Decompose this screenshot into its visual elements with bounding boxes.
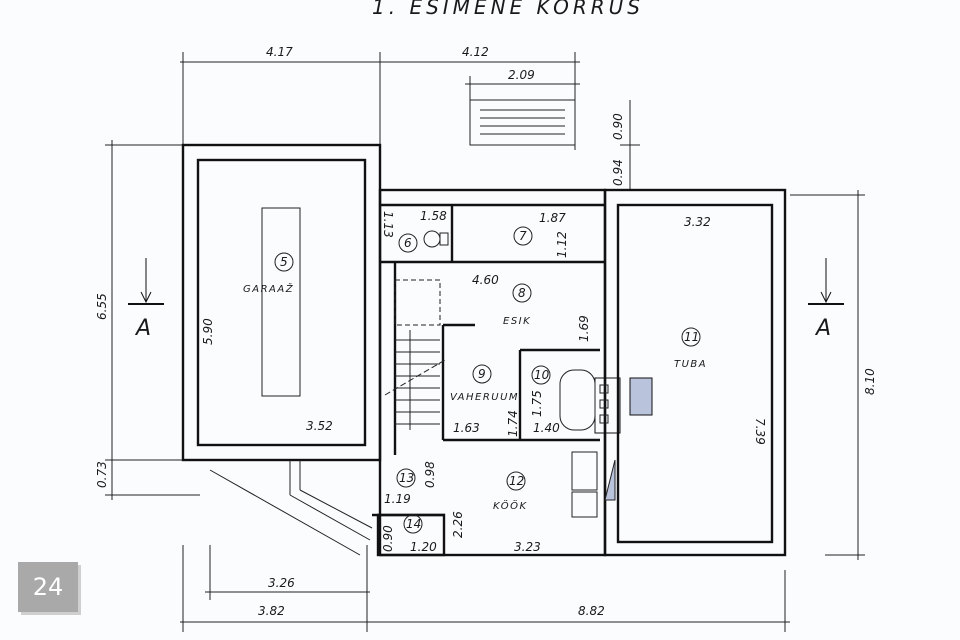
section-arrow-right — [808, 258, 844, 305]
room-12-number: 12 — [509, 474, 524, 488]
dim-r10-width: 1.40 — [533, 421, 560, 435]
section-arrow-left — [128, 258, 164, 305]
car-outline — [261, 207, 301, 397]
room-7-number: 7 — [519, 229, 527, 243]
dim-stair-width: 2.09 — [508, 68, 535, 82]
room-5-name: GARAAŽ — [243, 282, 294, 295]
room-10-number: 10 — [534, 368, 550, 382]
dim-r13-height: 0.98 — [423, 461, 437, 488]
dim-garage-height: 5.90 — [201, 318, 215, 345]
room-6-number: 6 — [404, 236, 412, 250]
room-13-number: 13 — [399, 471, 414, 485]
dim-r6-width: 1.58 — [420, 209, 447, 223]
dim-r14-height: 0.90 — [381, 525, 395, 552]
room-9-name: VAHERUUM — [450, 392, 519, 403]
dim-r8-width: 4.60 — [472, 273, 499, 287]
page-badge: 24 — [18, 562, 78, 612]
room-5-number: 5 — [280, 255, 288, 269]
dim-top-right: 4.12 — [462, 45, 489, 59]
kitchen-fixtures — [571, 451, 616, 518]
section-mark-left: A — [134, 316, 151, 341]
dim-r6-height: 1.13 — [381, 211, 395, 238]
dim-r9-height: 1.74 — [506, 410, 520, 437]
dim-r11-width: 3.32 — [684, 215, 711, 229]
dim-r14-width: 1.20 — [410, 540, 437, 554]
dim-left-total: 6.55 — [95, 293, 109, 320]
toilet-icon — [423, 230, 449, 248]
room-8-number: 8 — [518, 286, 526, 300]
stairs — [384, 279, 446, 430]
stove — [594, 377, 653, 434]
room-circles — [274, 226, 701, 534]
dim-right-total: 8.10 — [863, 368, 877, 395]
bathtub — [559, 369, 596, 431]
room-12-name: KÖÖK — [493, 499, 528, 512]
dim-r12-width: 3.23 — [514, 540, 541, 554]
dimension-lines — [105, 52, 865, 632]
dim-r9-width: 1.63 — [453, 421, 480, 435]
dim-r7-height: 1.12 — [555, 231, 569, 258]
dim-bottom-c: 8.82 — [578, 604, 605, 618]
room-11-name: TUBA — [674, 359, 707, 370]
dim-stair-height: 0.90 — [611, 113, 625, 140]
dim-r8-height: 1.69 — [577, 315, 591, 342]
dim-r12-height: 2.26 — [451, 511, 465, 538]
dim-r10-height: 1.75 — [530, 390, 544, 417]
room-11-number: 11 — [684, 330, 699, 344]
walls — [181, 99, 787, 557]
dim-garage-width: 3.52 — [306, 419, 333, 433]
dim-r13-width: 1.19 — [384, 492, 411, 506]
dim-entry: 0.94 — [611, 159, 625, 186]
room-14-number: 14 — [406, 517, 421, 531]
room-9-number: 9 — [478, 367, 486, 381]
dim-r7-width: 1.87 — [539, 211, 566, 225]
dim-left-small: 0.73 — [95, 461, 109, 488]
room-8-name: ESIK — [503, 316, 531, 327]
plan-title: 1. ESIMENE KORRUS — [372, 0, 644, 19]
dim-bottom-a: 3.26 — [268, 576, 295, 590]
dim-r11-height: 7.39 — [753, 418, 767, 445]
dim-bottom-b: 3.82 — [258, 604, 285, 618]
dim-top-left: 4.17 — [266, 45, 293, 59]
section-mark-right: A — [814, 316, 831, 341]
